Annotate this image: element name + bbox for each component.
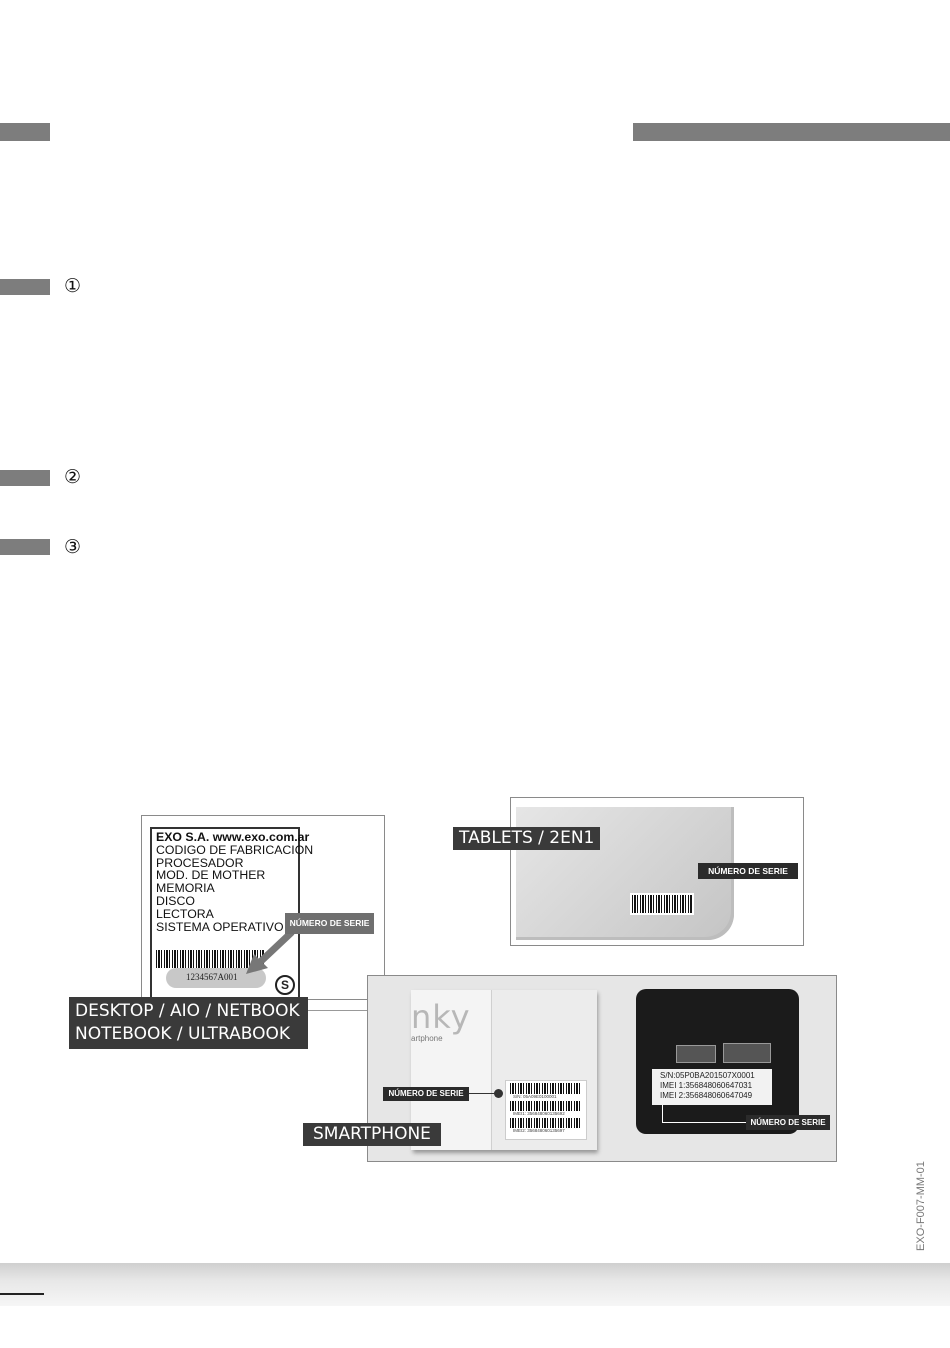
phone-slot-right: [723, 1043, 771, 1063]
phone-pointer-line: [662, 1105, 663, 1123]
desktop-category-line2: NOTEBOOK / ULTRABOOK: [75, 1024, 291, 1044]
box-pointer-dot: [494, 1089, 503, 1098]
desktop-category-line1: DESKTOP / AIO / NETBOOK: [75, 1001, 300, 1021]
label-line-procesador: PROCESADOR: [156, 855, 244, 870]
document-code: EXO-F007-MM-01: [915, 1161, 927, 1251]
box-sticker-line-1: S/N: 05A09E0100001: [513, 1094, 557, 1099]
box-sticker-line-2: IMEI1: 356848060135692: [513, 1111, 565, 1116]
box-serial-tag: NÚMERO DE SERIE: [383, 1087, 469, 1101]
phone-back-photo: [636, 989, 799, 1134]
header-bar-right: [633, 123, 950, 141]
desktop-serial-tag: NÚMERO DE SERIE: [285, 913, 374, 934]
desktop-category-tag: [69, 997, 308, 1049]
phone-slot-left: [676, 1045, 716, 1063]
box-barcode-1: [510, 1083, 580, 1094]
phone-sticker-line-2: IMEI 1:356848060647031: [660, 1081, 753, 1090]
footer-band: [0, 1263, 950, 1306]
phone-pointer-line-h: [662, 1122, 746, 1123]
smartphone-box-subtitle: artphone: [411, 1034, 443, 1043]
tablets-category-tag: TABLETS / 2EN1: [453, 827, 601, 850]
seal-letter: S: [280, 978, 289, 992]
connector-line: [308, 1010, 368, 1011]
desktop-barcode: [156, 950, 264, 968]
step-3-bar: [0, 539, 50, 555]
label-line-brand: EXO S.A. www.exo.com.ar: [156, 830, 310, 844]
box-barcode-2: [510, 1101, 580, 1111]
seal-icon: S: [275, 975, 295, 995]
desktop-serial-pill: [166, 968, 266, 988]
box-barcode-3: [510, 1118, 580, 1128]
arrow-icon: [246, 929, 295, 974]
label-line-disco: DISCO: [156, 893, 195, 908]
phone-sticker-line-3: IMEI 2:356848060647049: [660, 1091, 753, 1100]
step-1-bar: [0, 279, 50, 295]
footer-rule: [0, 1293, 44, 1295]
phone-serial-tag: NÚMERO DE SERIE: [746, 1115, 830, 1130]
header-bar-left: [0, 123, 50, 141]
tablet-serial-tag: NÚMERO DE SERIE: [698, 863, 798, 879]
step-2-bar: [0, 470, 50, 486]
smartphone-box-brand: nky: [411, 998, 471, 1036]
label-line-so: SISTEMA OPERATIVO: [156, 919, 284, 934]
phone-sticker: [652, 1069, 772, 1105]
smartphone-category-tag: SMARTPHONE: [303, 1123, 441, 1146]
box-pointer-line: [469, 1093, 499, 1094]
desktop-serial-text: 1234567A001: [186, 972, 238, 982]
step-2-number: ②: [64, 466, 82, 488]
label-line-codigo: CODIGO DE FABRICACION: [156, 842, 314, 857]
step-3-number: ③: [64, 536, 82, 558]
box-sticker-line-3: IMEI2: 356848060135697: [513, 1128, 565, 1133]
label-line-lectora: LECTORA: [156, 906, 214, 921]
tablet-barcode: [630, 893, 694, 915]
step-1-number: ①: [64, 275, 82, 297]
phone-sticker-line-1: S/N:05P0BA201507X0001: [660, 1071, 755, 1080]
label-line-memoria: MEMORIA: [156, 881, 215, 896]
label-line-mother: MOD. DE MOTHER: [156, 868, 266, 883]
